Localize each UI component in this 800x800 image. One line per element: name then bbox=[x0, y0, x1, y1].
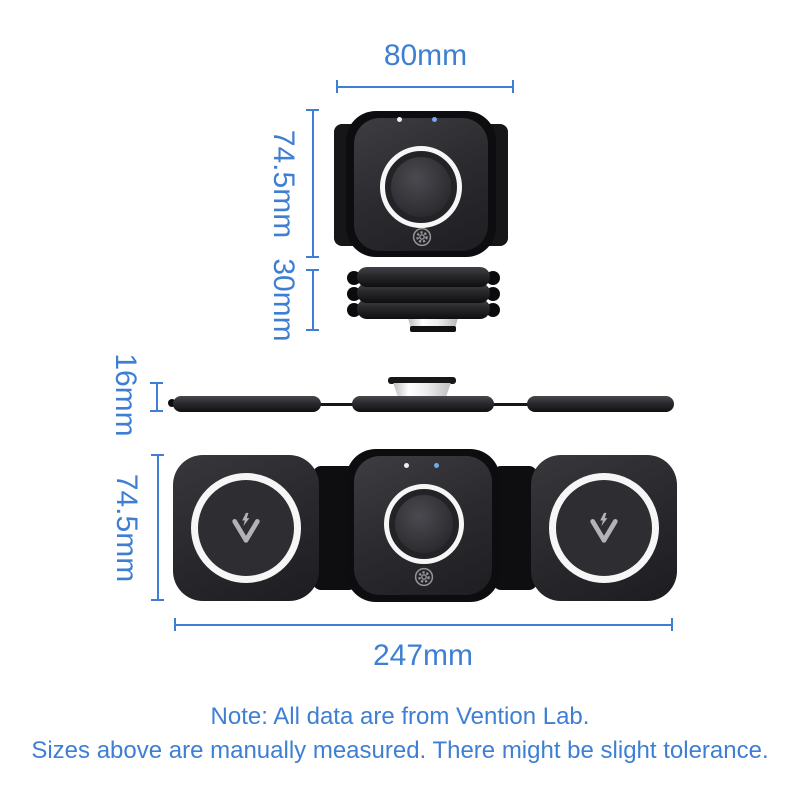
dim-tick bbox=[306, 329, 319, 331]
dim-line-top-width bbox=[337, 86, 514, 88]
hinge-link bbox=[316, 403, 356, 406]
dim-label-unfolded-height: 74.5mm bbox=[110, 473, 143, 583]
dim-tick bbox=[150, 382, 163, 384]
dim-label-unfolded-width: 247mm bbox=[372, 639, 474, 672]
dim-tick bbox=[306, 269, 319, 271]
folded-layer bbox=[357, 283, 490, 303]
dim-tick bbox=[150, 410, 163, 412]
folded-layer bbox=[357, 267, 490, 287]
watch-charger-pad bbox=[395, 495, 453, 553]
stand-knob bbox=[393, 383, 451, 397]
status-led-icon bbox=[432, 117, 437, 122]
status-led-icon bbox=[434, 463, 439, 468]
dim-tick bbox=[306, 109, 319, 111]
watch-charger-pad bbox=[391, 157, 451, 217]
dim-line-unfolded-width bbox=[175, 624, 672, 626]
vention-logo-icon bbox=[590, 512, 618, 543]
dim-tick bbox=[671, 618, 673, 631]
stand-base bbox=[410, 326, 456, 332]
flat-panel bbox=[352, 396, 494, 412]
status-led-icon bbox=[397, 117, 402, 122]
dim-tick bbox=[174, 618, 176, 631]
gear-icon bbox=[414, 567, 434, 587]
hinge-flap bbox=[493, 466, 537, 590]
dim-line-folded-thickness bbox=[312, 270, 314, 330]
folded-layer bbox=[357, 299, 490, 319]
vention-logo-icon bbox=[232, 512, 260, 543]
dim-tick bbox=[512, 80, 514, 93]
flat-panel bbox=[173, 396, 321, 412]
dim-tick bbox=[151, 599, 164, 601]
dim-label-top-height: 74.5mm bbox=[267, 129, 300, 239]
dim-line-flat-thickness bbox=[156, 383, 158, 412]
dim-label-top-width: 80mm bbox=[383, 39, 468, 72]
flat-panel bbox=[527, 396, 674, 412]
gear-icon bbox=[412, 227, 432, 247]
left-charging-pad bbox=[173, 455, 319, 601]
dim-line-top-height bbox=[312, 110, 314, 258]
charging-ring bbox=[549, 473, 659, 583]
dim-line-unfolded-height bbox=[157, 455, 159, 601]
note-line-1: Note: All data are from Vention Lab. bbox=[210, 703, 590, 730]
stand-knob-cap bbox=[388, 377, 456, 384]
dim-label-flat-thickness: 16mm bbox=[109, 353, 142, 437]
hinge-nub bbox=[168, 399, 176, 407]
status-led-icon bbox=[404, 463, 409, 468]
dim-label-folded-thickness: 30mm bbox=[267, 258, 300, 342]
dim-tick bbox=[306, 256, 319, 258]
dim-tick bbox=[151, 454, 164, 456]
right-charging-pad bbox=[531, 455, 677, 601]
note-line-2: Sizes above are manually measured. There… bbox=[31, 737, 769, 764]
hinge-link bbox=[490, 403, 530, 406]
charging-ring bbox=[191, 473, 301, 583]
dim-tick bbox=[336, 80, 338, 93]
